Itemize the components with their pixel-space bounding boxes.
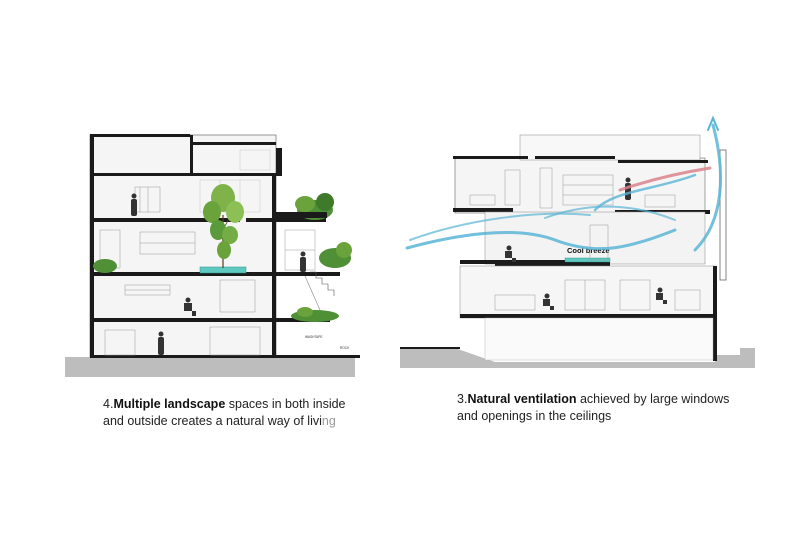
caption-ventilation-bold: Natural ventilation — [467, 392, 577, 406]
roof-level — [519, 134, 701, 161]
floor-slab-lower — [460, 314, 715, 318]
right-wall — [713, 266, 717, 361]
roof-slab-a — [453, 156, 528, 159]
roof-slab-right — [193, 142, 276, 145]
caption-landscape-line2-fade: ng — [321, 414, 336, 428]
roof-slab-b — [535, 156, 615, 159]
left-wall — [90, 135, 94, 357]
ground-slab — [90, 355, 360, 358]
basement — [484, 317, 714, 361]
floor-slab-1 — [90, 272, 340, 276]
right-wall — [272, 176, 276, 357]
breeze-label: Cool breeze — [567, 246, 610, 255]
interior-furniture — [99, 186, 316, 356]
floor-slab-0 — [90, 318, 330, 322]
middle-level — [484, 211, 706, 265]
ventilation-section-drawing: Cool breeze — [400, 115, 755, 368]
floor-slab-upper-a — [453, 208, 513, 212]
roof-wall — [276, 148, 282, 173]
floor-slab-2b — [246, 218, 326, 222]
ventilation-section-diagram: Cool breeze — [395, 100, 755, 390]
tag-label-washtape: WASHTAPE — [305, 335, 323, 339]
floor-slab-middle-a — [460, 260, 610, 264]
caption-ventilation-line1: 3.Natural ventilation achieved by large … — [457, 391, 729, 408]
caption-landscape-line1: 4.Multiple landscape spaces in both insi… — [103, 396, 346, 413]
caption-landscape-rest: spaces in both inside — [225, 397, 346, 411]
caption-landscape-number: 4. — [103, 397, 114, 411]
roof-slab-c — [618, 160, 708, 163]
ground-band — [65, 357, 355, 377]
caption-landscape: 4.Multiple landscape spaces in both insi… — [103, 396, 346, 430]
caption-ventilation-line2: and openings in the ceilings — [457, 409, 612, 423]
caption-ventilation-rest: achieved by large windows — [576, 392, 730, 406]
ground-band — [400, 348, 755, 368]
caption-landscape-line2-main: and outside creates a natural way of liv… — [103, 414, 322, 428]
tag-label-rock: ROCK — [340, 346, 350, 350]
caption-ventilation: 3.Natural ventilation achieved by large … — [457, 391, 729, 425]
central-tree — [203, 184, 244, 268]
floor-slab-2a — [90, 218, 240, 222]
building-body — [89, 134, 277, 358]
landscape-section-drawing: WASHTAPE ROCK — [65, 134, 360, 377]
inner-wall — [190, 135, 193, 175]
ground-line — [400, 347, 460, 349]
facade-frame — [719, 149, 727, 281]
outside-plants — [93, 193, 352, 322]
roof-slab-left — [90, 134, 190, 137]
caption-landscape-bold: Multiple landscape — [113, 397, 226, 411]
breeze-arrows — [405, 115, 722, 252]
floor-slab-middle-b — [495, 264, 610, 267]
water-strip — [564, 257, 611, 263]
people-silhouettes — [131, 193, 306, 355]
caption-landscape-line2: and outside creates a natural way of liv… — [103, 413, 346, 430]
landscape-section-diagram: WASHTAPE ROCK — [60, 120, 390, 390]
caption-ventilation-number: 3. — [457, 392, 468, 406]
floor-slab-3 — [90, 173, 282, 176]
interior-furniture — [469, 167, 701, 311]
